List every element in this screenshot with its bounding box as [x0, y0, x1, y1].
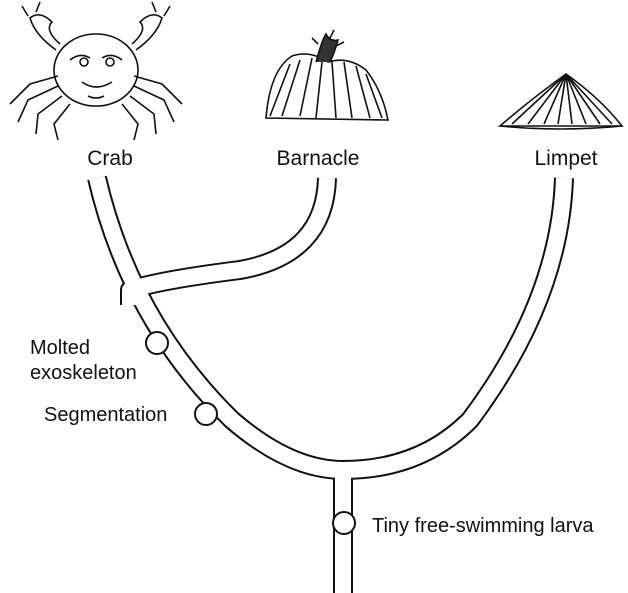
trait-marker-molted	[146, 332, 168, 354]
crab-illustration	[10, 2, 182, 140]
limpet-illustration	[500, 74, 622, 129]
trait-label-molted-line2: exoskeleton	[30, 361, 137, 386]
trait-label-molted-line1: Molted	[30, 336, 137, 361]
trait-marker-segmentation	[195, 403, 217, 425]
trait-label-larva: Tiny free-swimming larva	[372, 515, 594, 537]
trait-label-segmentation: Segmentation	[44, 404, 167, 426]
trait-marker-larva	[333, 512, 355, 534]
taxon-label-crab: Crab	[40, 148, 180, 170]
taxon-label-limpet: Limpet	[496, 148, 628, 170]
taxon-label-barnacle: Barnacle	[248, 148, 388, 170]
barnacle-illustration	[266, 30, 388, 120]
trait-label-molted-exoskeleton: Molted exoskeleton	[30, 336, 137, 386]
